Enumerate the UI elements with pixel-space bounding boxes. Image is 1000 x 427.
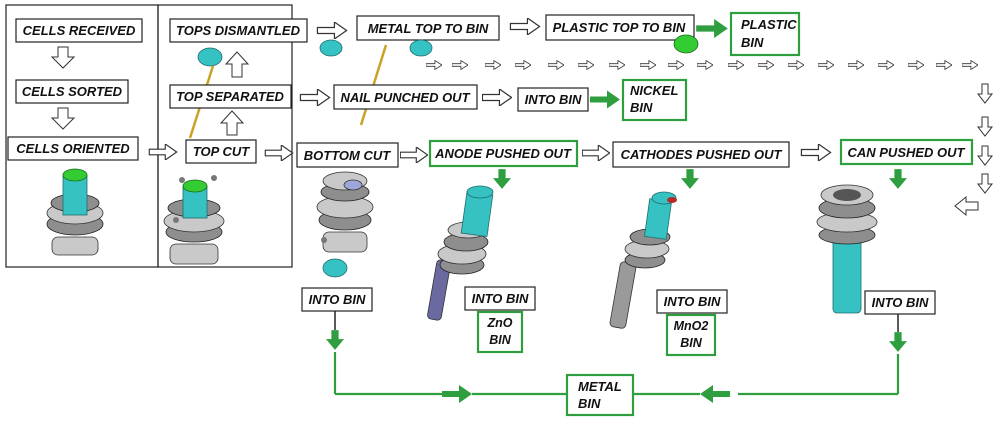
step-into-bin-anode: INTO BIN [464, 286, 536, 311]
anode-pushed-out-label: ANODE PUSHED OUT [434, 146, 572, 161]
dismantled-top-piece [197, 47, 223, 67]
step-into-bin-can: INTO BIN [864, 290, 936, 315]
step-cells-sorted: CELLS SORTED [15, 79, 129, 104]
plastic-bin-line2: BIN [741, 35, 764, 50]
frame-top-processing [157, 4, 293, 268]
right-arrow-icon [148, 144, 178, 160]
cathodes-pushed-out-label: CATHODES PUSHED OUT [621, 147, 783, 162]
step-into-bin-cathode: INTO BIN [656, 289, 728, 314]
plastic-top-to-bin-label: PLASTIC TOP TO BIN [553, 20, 686, 35]
into-bin-anode-label: INTO BIN [472, 291, 529, 306]
green-down-arrow-icon [681, 169, 699, 189]
up-arrow-icon [219, 110, 245, 136]
right-arrow-icon [800, 144, 832, 161]
top-cut-label: TOP CUT [193, 144, 250, 159]
bin-zno: ZnO BIN [476, 310, 524, 354]
nickel-bin-line1: NICKEL [630, 83, 678, 98]
green-right-arrow-icon [696, 19, 728, 38]
right-arrow-icon [264, 145, 294, 161]
green-down-arrow-icon [493, 169, 511, 189]
mno2-bin-line2: BIN [680, 336, 703, 350]
bin-mno2: MnO2 BIN [665, 313, 717, 357]
step-top-cut: TOP CUT [185, 139, 257, 164]
step-bottom-cut: BOTTOM CUT [296, 142, 399, 168]
bottom-cut-cell-illustration [316, 171, 374, 253]
down-arrow-icon [50, 107, 76, 130]
metal-top-piece [319, 39, 343, 57]
return-flow-arrows [426, 60, 994, 217]
bin-plastic: PLASTIC BIN [729, 11, 801, 57]
step-metal-top-to-bin: METAL TOP TO BIN [356, 15, 500, 41]
top-cut-cell-illustration [163, 175, 225, 265]
metal-collection-flow [326, 311, 907, 403]
into-bin-can-label: INTO BIN [872, 295, 929, 310]
metal-bin-line1: METAL [578, 379, 622, 394]
step-nail-punched-out: NAIL PUNCHED OUT [333, 84, 478, 110]
right-arrow-icon [316, 22, 348, 39]
nickel-bin-line2: BIN [630, 100, 653, 115]
step-cells-oriented: CELLS ORIENTED [7, 136, 139, 161]
step-into-bin-bottom: INTO BIN [301, 287, 373, 312]
step-tops-dismantled: TOPS DISMANTLED [169, 18, 308, 43]
can-cell-illustration [816, 184, 878, 314]
green-down-arrow-icon [889, 169, 907, 189]
can-pushed-out-label: CAN PUSHED OUT [847, 145, 965, 160]
down-arrow-icon [50, 46, 76, 69]
step-into-bin-nail: INTO BIN [517, 87, 589, 112]
step-can-pushed-out: CAN PUSHED OUT [839, 138, 974, 166]
metal-top-to-bin-label: METAL TOP TO BIN [368, 21, 489, 36]
green-right-arrow-icon [590, 90, 620, 109]
cells-oriented-label: CELLS ORIENTED [16, 141, 130, 156]
metal-top-piece [409, 39, 433, 57]
cells-received-label: CELLS RECEIVED [23, 23, 136, 38]
zno-bin-line2: BIN [489, 333, 512, 347]
metal-bin-line2: BIN [578, 396, 601, 411]
into-bin-bottom-label: INTO BIN [309, 292, 366, 307]
up-arrow-icon [224, 51, 250, 78]
right-arrow-icon [400, 147, 428, 163]
plastic-top-piece [673, 34, 699, 54]
into-bin-cathode-label: INTO BIN [664, 294, 721, 309]
into-bin-nail-label: INTO BIN [525, 92, 582, 107]
step-plastic-top-to-bin: PLASTIC TOP TO BIN [545, 14, 695, 41]
step-top-separated: TOP SEPARATED [169, 84, 292, 109]
top-separated-label: TOP SEPARATED [176, 89, 284, 104]
nail-punched-out-label: NAIL PUNCHED OUT [340, 90, 470, 105]
step-cells-received: CELLS RECEIVED [15, 18, 143, 43]
right-arrow-icon [509, 18, 541, 35]
step-anode-pushed-out: ANODE PUSHED OUT [428, 139, 579, 168]
bottom-cut-piece [322, 258, 348, 278]
zno-bin-line1: ZnO [487, 316, 513, 330]
right-arrow-icon [582, 145, 610, 161]
right-arrow-icon [299, 89, 331, 106]
step-cathodes-pushed-out: CATHODES PUSHED OUT [612, 141, 790, 168]
mno2-bin-line1: MnO2 [674, 319, 709, 333]
bottom-cut-label: BOTTOM CUT [304, 148, 391, 163]
cathode-cell-illustration [609, 191, 677, 329]
right-arrow-icon [482, 89, 512, 106]
plastic-bin-line1: PLASTIC [741, 17, 797, 32]
oriented-cell-illustration [46, 168, 104, 256]
bin-nickel: NICKEL BIN [621, 78, 688, 122]
tops-dismantled-label: TOPS DISMANTLED [176, 23, 301, 38]
anode-cell-illustration [427, 185, 494, 321]
bin-metal: METAL BIN [565, 373, 635, 417]
cells-sorted-label: CELLS SORTED [22, 84, 123, 99]
